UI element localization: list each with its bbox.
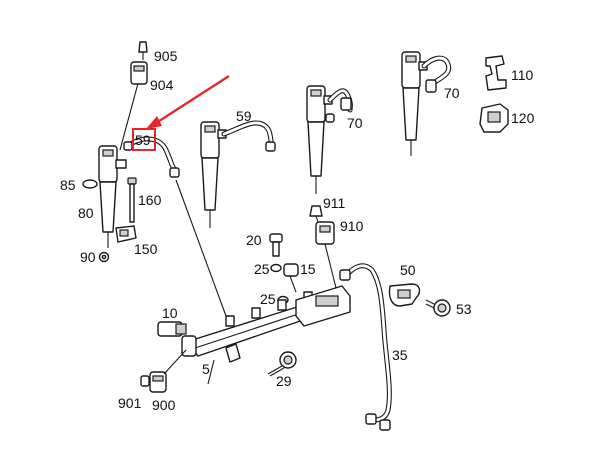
label-120: 120 (511, 110, 535, 126)
connector-900 (149, 349, 187, 393)
label-901: 901 (118, 395, 142, 411)
label-904: 904 (150, 77, 174, 93)
bracket-120 (479, 103, 509, 133)
seal-ring-85 (82, 179, 98, 189)
connector-901 (140, 375, 150, 387)
label-50: 50 (400, 262, 416, 278)
seal-25a (270, 263, 282, 273)
label-85: 85 (60, 177, 76, 193)
connector-905 (138, 41, 148, 60)
fuel-line-70a (325, 88, 353, 123)
clip-50 (388, 283, 421, 307)
bolt-29 (267, 351, 297, 377)
injector-3 (306, 85, 333, 194)
label-911: 911 (323, 195, 346, 211)
label-90: 90 (80, 249, 96, 265)
fuel-line-59b (221, 120, 276, 152)
connector-904 (130, 61, 148, 85)
highlight-box (132, 128, 156, 151)
injector-1 (98, 75, 141, 248)
return-line-35 (339, 263, 392, 431)
washer-90 (98, 251, 110, 263)
label-25a: 25 (254, 261, 270, 277)
bolt-53 (425, 299, 451, 317)
label-5: 5 (202, 361, 210, 377)
label-70a: 70 (347, 115, 363, 131)
label-80: 80 (78, 205, 94, 221)
label-70b: 70 (444, 85, 460, 101)
label-15: 15 (300, 261, 316, 277)
label-10: 10 (162, 305, 178, 321)
bracket-110 (485, 55, 507, 91)
stud-bolt-160 (127, 177, 137, 223)
valve-15 (283, 263, 299, 293)
sensor-910 (315, 221, 337, 289)
label-53: 53 (456, 301, 472, 317)
clamp-150 (115, 225, 137, 243)
sensor-10 (157, 321, 187, 337)
label-905: 905 (154, 48, 178, 64)
label-59a: 59 (135, 132, 151, 148)
label-160: 160 (138, 192, 162, 208)
label-29: 29 (276, 373, 292, 389)
label-900: 900 (152, 397, 176, 413)
label-150: 150 (134, 241, 158, 257)
fuel-rail-5 (181, 285, 351, 385)
label-59b: 59 (236, 108, 252, 124)
label-35: 35 (392, 347, 408, 363)
injector-4 (401, 51, 428, 156)
banjo-bolt-20 (269, 233, 283, 257)
label-25b: 25 (260, 291, 276, 307)
connector-911 (309, 205, 323, 223)
injector-2 (200, 121, 227, 228)
fuel-line-70b (421, 55, 452, 93)
label-20: 20 (246, 232, 262, 248)
highlight-arrow (146, 74, 230, 129)
label-910: 910 (340, 218, 364, 234)
label-110: 110 (511, 67, 534, 83)
